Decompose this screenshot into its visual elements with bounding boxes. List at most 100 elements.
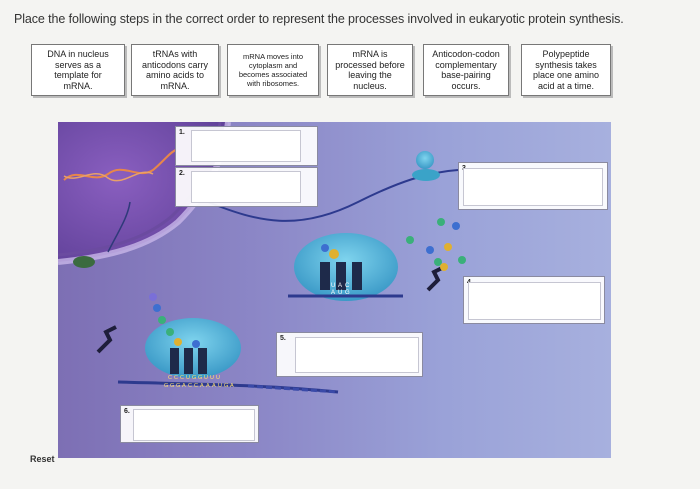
drop-zone-1[interactable] (191, 130, 301, 162)
drop-target-4: 4. (463, 276, 605, 324)
drop-zone-6[interactable] (133, 409, 255, 441)
instructions-text: Place the following steps in the correct… (14, 12, 624, 26)
amino-acid (192, 340, 200, 348)
card-line: mRNA is (352, 49, 388, 59)
mrna-lower (117, 380, 339, 394)
drop-target-number: 2. (179, 170, 185, 177)
trna-translating (170, 348, 179, 374)
mrna-base: U (204, 375, 208, 381)
ribosome-large-subunit (412, 169, 440, 181)
reset-button[interactable]: Reset (30, 454, 55, 464)
drop-target-2: 2. (175, 167, 318, 207)
amino-acid (174, 338, 182, 346)
drop-zone-5[interactable] (295, 337, 419, 373)
card-line: nucleus. (353, 80, 387, 91)
mrna-base: A (206, 383, 210, 389)
amino-acid (444, 243, 452, 251)
mrna-base: U (216, 375, 220, 381)
mrna-base: U (210, 375, 214, 381)
card-line: mRNA. (160, 80, 190, 91)
card-line: complementary (435, 59, 497, 70)
drop-target-3: 3. (458, 162, 608, 210)
codon-letter-lower: U (338, 290, 342, 296)
card-dna-template[interactable]: DNA in nucleus serves as a template for … (31, 44, 125, 96)
dna-strand-2 (63, 171, 154, 182)
card-line: occurs. (451, 80, 481, 91)
ribosome-small-subunit (416, 151, 434, 169)
trna-translating (184, 348, 193, 374)
codon-letter-lower: G (345, 290, 350, 296)
card-line: template for (54, 70, 102, 80)
card-line: synthesis takes (535, 59, 597, 70)
mrna-base-labels: C C C U G G U U U G G G A C C A A A U G … (164, 375, 234, 389)
card-line: anticodons carry (141, 59, 209, 70)
nuclear-pore (73, 256, 95, 268)
codon-letter-lower: A (331, 290, 335, 296)
mrna-base: U (186, 375, 190, 381)
card-line: cytoplasm and (248, 61, 298, 70)
drop-zone-3[interactable] (463, 168, 603, 206)
amino-acid (329, 249, 339, 259)
amino-acid (458, 256, 466, 264)
card-line: mRNA. (63, 80, 93, 91)
mrna-base: G (164, 383, 168, 389)
amino-acid (434, 258, 442, 266)
drop-zone-4[interactable] (468, 282, 601, 320)
amino-acid (426, 246, 434, 254)
card-line: serves as a (54, 59, 101, 70)
trna-translating (198, 348, 207, 374)
mrna-base: C (188, 383, 192, 389)
amino-acid (158, 316, 166, 324)
card-line: Polypeptide (542, 49, 590, 59)
mrna-base: C (194, 383, 198, 389)
trna-central (336, 262, 346, 290)
codon-letter-upper: U (331, 283, 335, 289)
mrna-base: G (170, 383, 174, 389)
card-line: tRNAs with (152, 49, 198, 59)
card-polypeptide-synthesis[interactable]: Polypeptide synthesis takes place one am… (521, 44, 611, 96)
card-base-pairing[interactable]: Anticodon-codon complementary base-pairi… (423, 44, 509, 96)
card-mrna-cytoplasm[interactable]: mRNA moves into cytoplasm and becomes as… (227, 44, 319, 96)
amino-acid (321, 244, 329, 252)
mrna-base: G (224, 383, 228, 389)
drop-target-number: 6. (124, 408, 130, 415)
mrna-base: G (192, 375, 196, 381)
card-line: amino acids to (145, 70, 204, 80)
drop-target-number: 5. (280, 335, 286, 342)
trna-central (352, 262, 362, 290)
drop-zone-2[interactable] (191, 171, 301, 203)
card-line: processed before (335, 59, 405, 70)
trna-central (320, 262, 330, 290)
card-line: DNA in nucleus (47, 49, 109, 59)
mrna-base: G (176, 383, 180, 389)
mrna-base: A (230, 383, 234, 389)
answer-card-bank: DNA in nucleus serves as a template for … (31, 44, 621, 100)
mrna-base: A (200, 383, 204, 389)
card-line: base-pairing (441, 70, 491, 80)
card-mrna-processed[interactable]: mRNA is processed before leaving the nuc… (327, 44, 413, 96)
mrna-base: C (168, 375, 172, 381)
card-line: place one amino (532, 70, 600, 80)
card-line: acid at a time. (537, 80, 594, 91)
card-line: leaving the (348, 70, 392, 80)
codon-letter-upper: C (345, 283, 350, 289)
codon-letter-upper: A (338, 283, 342, 289)
trna-molecule (426, 265, 445, 292)
mrna-in-nucleus (107, 201, 131, 253)
mrna-base: C (174, 375, 178, 381)
mrna-base: U (218, 383, 222, 389)
amino-acid (166, 328, 174, 336)
protein-synthesis-illustration: U A C A U G C C C U G G U U U (58, 122, 611, 458)
mrna-base: G (198, 375, 202, 381)
mrna-lower-dash (247, 384, 339, 394)
amino-acid (149, 293, 157, 301)
amino-acid (452, 222, 460, 230)
amino-acid (437, 218, 445, 226)
mrna-base: A (182, 383, 186, 389)
trna-exiting (96, 325, 117, 354)
codon-labels: U A C A U G (331, 283, 350, 296)
card-trna-anticodons[interactable]: tRNAs with anticodons carry amino acids … (131, 44, 219, 96)
drop-target-5: 5. (276, 332, 423, 377)
amino-acid (153, 304, 161, 312)
card-line: Anticodon-codon (432, 49, 500, 59)
